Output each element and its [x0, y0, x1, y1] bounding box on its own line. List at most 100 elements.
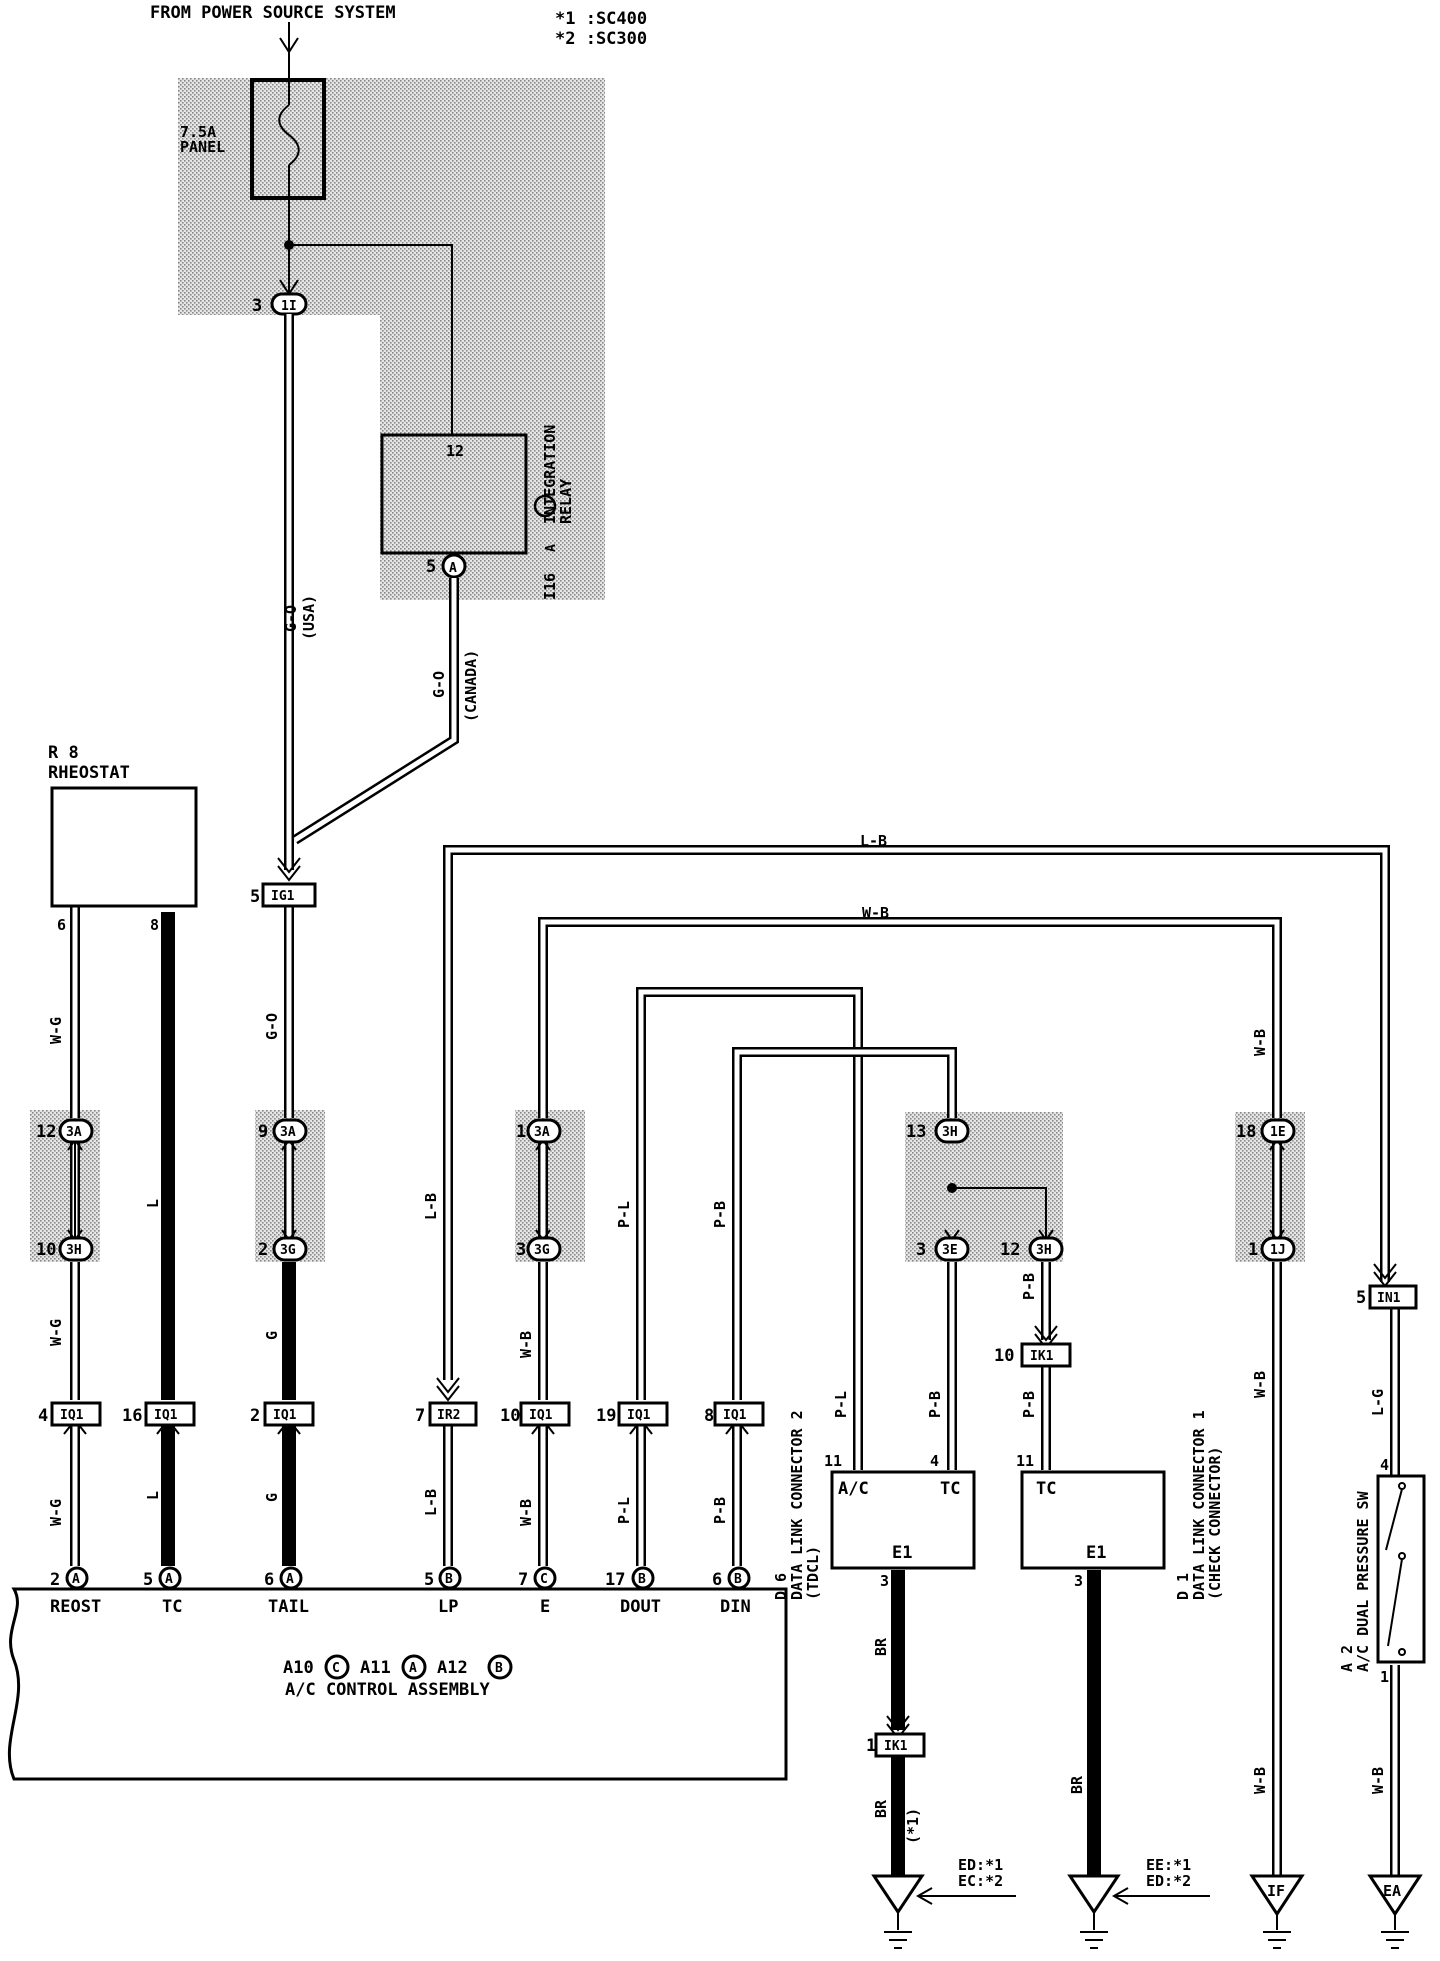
svg-text:(CHECK CONNECTOR): (CHECK CONNECTOR): [1206, 1446, 1224, 1600]
svg-text:P-B: P-B: [711, 1497, 729, 1524]
rheostat: R 8 RHEOSTAT 6 8: [48, 743, 198, 934]
svg-text:P-L: P-L: [615, 1497, 633, 1524]
svg-text:2: 2: [250, 1406, 260, 1426]
svg-text:5: 5: [1356, 1288, 1366, 1308]
svg-text:P-B: P-B: [1020, 1391, 1038, 1418]
svg-text:TAIL: TAIL: [268, 1597, 309, 1617]
svg-text:A 2: A 2: [1338, 1645, 1356, 1672]
wire-labels: G-O (USA) G-O (CANADA) G-O W-G W-G W-G L…: [47, 595, 1387, 1844]
svg-text:3A: 3A: [280, 1125, 296, 1140]
fuse-rating: 7.5A: [180, 123, 216, 141]
svg-text:IK1: IK1: [884, 1739, 908, 1754]
svg-text:IQ1: IQ1: [273, 1408, 297, 1423]
ground-if: IF: [1249, 1874, 1305, 1949]
shaded-regions: [30, 78, 1305, 1262]
svg-text:ED:*1: ED:*1: [958, 1856, 1003, 1874]
svg-text:3A: 3A: [66, 1125, 82, 1140]
svg-text:A/C: A/C: [838, 1479, 869, 1499]
svg-text:BR: BR: [872, 1637, 890, 1656]
wire-harness: [70, 314, 1400, 1880]
svg-text:IQ1: IQ1: [154, 1408, 178, 1423]
svg-text:2: 2: [50, 1570, 60, 1590]
svg-text:IQ1: IQ1: [723, 1408, 747, 1423]
svg-text:DATA LINK CONNECTOR 1: DATA LINK CONNECTOR 1: [1190, 1410, 1208, 1600]
relay-name-2: RELAY: [557, 479, 575, 524]
svg-text:5: 5: [424, 1570, 434, 1590]
svg-text:3H: 3H: [66, 1243, 82, 1258]
svg-text:W-B: W-B: [1251, 1029, 1269, 1056]
svg-text:(TDCL): (TDCL): [804, 1546, 822, 1600]
svg-text:G-O: G-O: [282, 605, 300, 632]
svg-text:5: 5: [250, 887, 260, 907]
fuse-name: PANEL: [180, 138, 225, 156]
ac-control-name: A/C CONTROL ASSEMBLY: [285, 1680, 490, 1700]
svg-text:E1: E1: [892, 1543, 912, 1563]
svg-text:A10: A10: [283, 1658, 314, 1678]
svg-text:L: L: [144, 1491, 162, 1500]
ground-ea: EA: [1367, 1874, 1423, 1949]
connector-IQ1-din: 8 IQ1: [704, 1401, 765, 1435]
svg-text:7: 7: [518, 1570, 528, 1590]
svg-text:IQ1: IQ1: [627, 1408, 651, 1423]
svg-text:EA: EA: [1383, 1882, 1401, 1900]
svg-text:16: 16: [122, 1406, 142, 1426]
svg-text:E: E: [540, 1597, 550, 1617]
svg-text:A: A: [286, 1572, 294, 1587]
connector-IQ1-dout: 19 IQ1: [596, 1401, 669, 1435]
svg-text:(*1): (*1): [904, 1808, 922, 1844]
svg-text:8: 8: [150, 916, 159, 934]
svg-text:3H: 3H: [1036, 1243, 1052, 1258]
svg-text:W-G: W-G: [47, 1319, 65, 1346]
svg-text:EC:*2: EC:*2: [958, 1872, 1003, 1890]
svg-text:LP: LP: [438, 1597, 458, 1617]
svg-text:DATA LINK CONNECTOR 2: DATA LINK CONNECTOR 2: [788, 1410, 806, 1600]
svg-text:IQ1: IQ1: [60, 1408, 84, 1423]
svg-text:L-G: L-G: [1369, 1389, 1387, 1416]
svg-text:6: 6: [264, 1570, 274, 1590]
svg-text:2: 2: [258, 1240, 268, 1260]
svg-text:3: 3: [516, 1240, 526, 1260]
svg-text:IQ1: IQ1: [529, 1408, 553, 1423]
connector-IQ1-reost: 4 IQ1: [38, 1401, 102, 1435]
svg-text:3E: 3E: [942, 1243, 958, 1258]
svg-text:3H: 3H: [942, 1125, 958, 1140]
fuse-icon: [278, 104, 300, 166]
svg-text:19: 19: [596, 1406, 616, 1426]
svg-text:W-G: W-G: [47, 1017, 65, 1044]
arrow-down-icon: [279, 37, 299, 54]
svg-text:A: A: [449, 561, 457, 576]
svg-text:(USA): (USA): [300, 595, 318, 640]
svg-text:TC: TC: [940, 1479, 960, 1499]
svg-text:3G: 3G: [534, 1243, 550, 1258]
svg-text:IG1: IG1: [271, 889, 295, 904]
svg-text:10: 10: [994, 1346, 1014, 1366]
svg-text:G-O: G-O: [263, 1013, 281, 1040]
ground-pointer-icon: [1111, 1887, 1210, 1905]
svg-text:IR2: IR2: [437, 1408, 460, 1423]
connector-IG1: 5 IG1: [250, 857, 317, 908]
svg-text:TC: TC: [162, 1597, 182, 1617]
svg-text:W-G: W-G: [47, 1499, 65, 1526]
svg-text:BR: BR: [872, 1799, 890, 1818]
svg-text:4: 4: [38, 1406, 48, 1426]
svg-text:ED:*2: ED:*2: [1146, 1872, 1191, 1890]
svg-text:L: L: [144, 1199, 162, 1208]
note-sc400: *1 :SC400: [555, 9, 647, 29]
svg-text:8: 8: [704, 1406, 714, 1426]
svg-text:C: C: [332, 1661, 340, 1676]
connector-1I: 3 1I: [252, 279, 308, 316]
rheostat-name: RHEOSTAT: [48, 763, 130, 783]
svg-text:B: B: [734, 1572, 742, 1587]
